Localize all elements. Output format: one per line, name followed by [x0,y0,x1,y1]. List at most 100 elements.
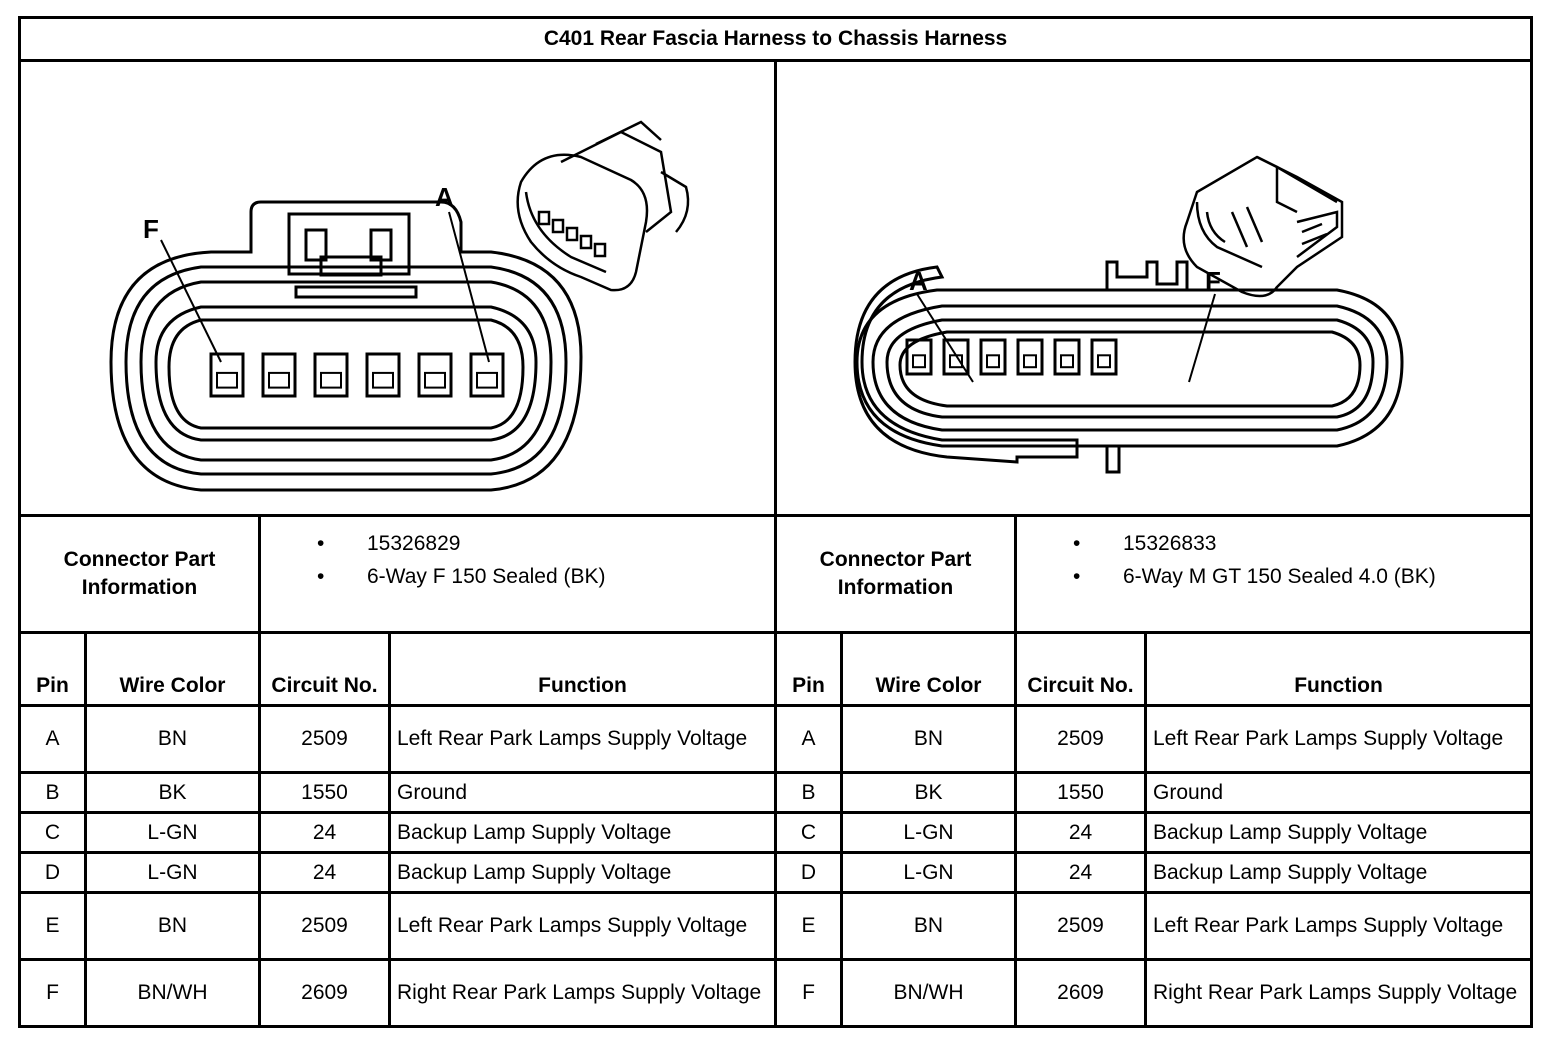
pin-cavity [313,352,349,398]
pin-a-label: A [909,266,928,296]
connector-info-left: •15326829 •6-Way F 150 Sealed (BK) [258,514,777,634]
pin-terminal [320,371,342,389]
header-pin: Pin [774,631,843,707]
function-cell: Backup Lamp Supply Voltage [1143,811,1534,854]
function-cell: Backup Lamp Supply Voltage [388,811,777,854]
circuit-cell: 24 [1014,811,1147,854]
pin-terminal [986,354,1000,369]
circuit-cell: 1550 [1014,771,1147,814]
part-number: •15326829 [261,527,774,560]
function-cell: Right Rear Park Lamps Supply Voltage [1143,958,1534,1028]
bullet-icon: • [317,532,325,555]
circuit-cell: 2509 [258,891,391,961]
pin-cavity [365,352,401,398]
female-pin-cavities [209,352,505,398]
header-circuit-no: Circuit No. [258,631,391,707]
pin-cavity [905,338,933,376]
function-cell: Left Rear Park Lamps Supply Voltage [388,704,777,774]
female-connector-diagram: F A [18,59,777,517]
function-cell: Ground [388,771,777,814]
circuit-cell: 24 [1014,851,1147,894]
pin-cavity [469,352,505,398]
function-cell: Backup Lamp Supply Voltage [1143,851,1534,894]
header-function: Function [1143,631,1534,707]
connector-description: •6-Way M GT 150 Sealed 4.0 (BK) [1017,560,1530,593]
female-connector-iso-icon [516,120,690,292]
pin-cavity [1090,338,1118,376]
pin-terminal [1060,354,1074,369]
page-title: C401 Rear Fascia Harness to Chassis Harn… [17,16,1534,62]
wire-color-cell: BN [84,891,261,961]
circuit-cell: 2509 [1014,704,1147,774]
function-cell: Left Rear Park Lamps Supply Voltage [1143,891,1534,961]
bullet-icon: • [1073,532,1081,555]
header-wire-color: Wire Color [84,631,261,707]
pin-cavity [942,338,970,376]
function-cell: Backup Lamp Supply Voltage [388,851,777,894]
circuit-cell: 2609 [1014,958,1147,1028]
pin-terminal [949,354,963,369]
circuit-cell: 1550 [258,771,391,814]
pin-cell: B [774,771,843,814]
pin-cell: D [774,851,843,894]
pin-terminal [912,354,926,369]
pin-cavity [1053,338,1081,376]
male-pin-cavities [905,338,1118,376]
pin-cell: F [774,958,843,1028]
pin-cell: F [18,958,87,1028]
header-pin: Pin [18,631,87,707]
wire-color-cell: BK [840,771,1017,814]
connector-info-right: •15326833 •6-Way M GT 150 Sealed 4.0 (BK… [1013,514,1534,634]
pin-cavity [209,352,245,398]
pin-cell: E [18,891,87,961]
circuit-cell: 2609 [258,958,391,1028]
function-cell: Right Rear Park Lamps Supply Voltage [388,958,777,1028]
wire-color-cell: BN [84,704,261,774]
wire-color-cell: BN [840,704,1017,774]
pin-terminal [216,371,238,389]
bullet-icon: • [1073,565,1081,588]
pin-cavity [1016,338,1044,376]
wire-color-cell: L-GN [84,851,261,894]
wire-color-cell: BN [840,891,1017,961]
pin-terminal [476,371,498,389]
part-number: •15326833 [1017,527,1530,560]
pin-cell: A [774,704,843,774]
pin-cell: B [18,771,87,814]
circuit-cell: 2509 [258,704,391,774]
function-cell: Left Rear Park Lamps Supply Voltage [388,891,777,961]
pin-f-label: F [143,214,159,244]
connector-end-view-sheet: C401 Rear Fascia Harness to Chassis Harn… [17,16,1534,1036]
wire-color-cell: L-GN [840,811,1017,854]
male-connector-diagram: A F [773,59,1534,517]
pin-terminal [1097,354,1111,369]
male-connector-iso-icon [1182,155,1344,298]
pin-cell: C [18,811,87,854]
wire-color-cell: L-GN [84,811,261,854]
header-circuit-no: Circuit No. [1014,631,1147,707]
pin-a-label: A [435,182,454,212]
female-connector-drawing: F A [109,120,690,492]
pin-cell: A [18,704,87,774]
wire-color-cell: L-GN [840,851,1017,894]
connector-info-label-right: Connector Part Information [774,514,1017,634]
pin-cavity [261,352,297,398]
wire-color-cell: BN/WH [84,958,261,1028]
header-function: Function [388,631,777,707]
circuit-cell: 2509 [1014,891,1147,961]
pin-terminal [424,371,446,389]
connector-description: •6-Way F 150 Sealed (BK) [261,560,774,593]
function-cell: Ground [1143,771,1534,814]
connector-info-label-left: Connector Part Information [18,514,261,634]
wire-color-cell: BK [84,771,261,814]
male-connector-drawing: A F [853,155,1404,474]
connector-table: C401 Rear Fascia Harness to Chassis Harn… [17,16,1534,1028]
pin-terminal [268,371,290,389]
